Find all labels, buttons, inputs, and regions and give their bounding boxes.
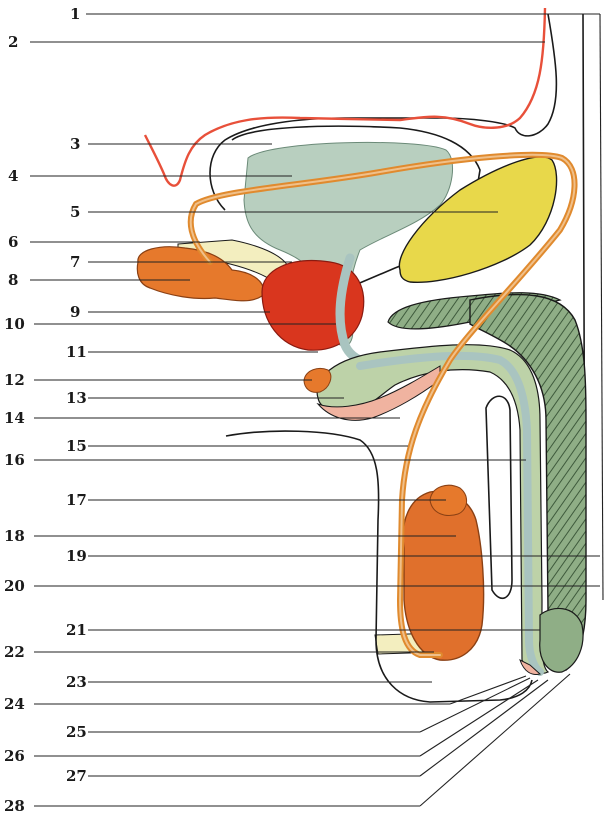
- label-10: 10: [4, 315, 25, 333]
- scrotum-outline: [226, 431, 532, 702]
- label-26: 26: [4, 747, 25, 765]
- number-labels: 1 2 3 4 5 6 7 8 9 10 11 12 13 14 15 16 1…: [4, 5, 87, 815]
- label-14: 14: [4, 409, 25, 427]
- label-12: 12: [4, 371, 25, 389]
- label-11: 11: [66, 343, 87, 361]
- label-1: 1: [70, 5, 80, 23]
- label-15: 15: [66, 437, 87, 455]
- label-17: 17: [66, 491, 87, 509]
- label-13: 13: [66, 389, 87, 407]
- label-16: 16: [4, 451, 25, 469]
- label-7: 7: [70, 253, 80, 271]
- label-5: 5: [70, 203, 80, 221]
- label-8: 8: [8, 271, 18, 289]
- label-3: 3: [70, 135, 80, 153]
- label-9: 9: [70, 303, 80, 321]
- label-18: 18: [4, 527, 25, 545]
- label-24: 24: [4, 695, 25, 713]
- testis: [403, 491, 483, 660]
- label-20: 20: [4, 577, 25, 595]
- label-6: 6: [8, 233, 18, 251]
- label-28: 28: [4, 797, 25, 815]
- glans: [540, 608, 583, 672]
- label-23: 23: [66, 673, 87, 691]
- label-19: 19: [66, 547, 87, 565]
- label-22: 22: [4, 643, 25, 661]
- scrotal-septum-outline: [486, 396, 512, 598]
- label-2: 2: [8, 33, 18, 51]
- label-21: 21: [66, 621, 87, 639]
- label-4: 4: [8, 167, 18, 185]
- label-27: 27: [66, 767, 87, 785]
- label-25: 25: [66, 723, 87, 741]
